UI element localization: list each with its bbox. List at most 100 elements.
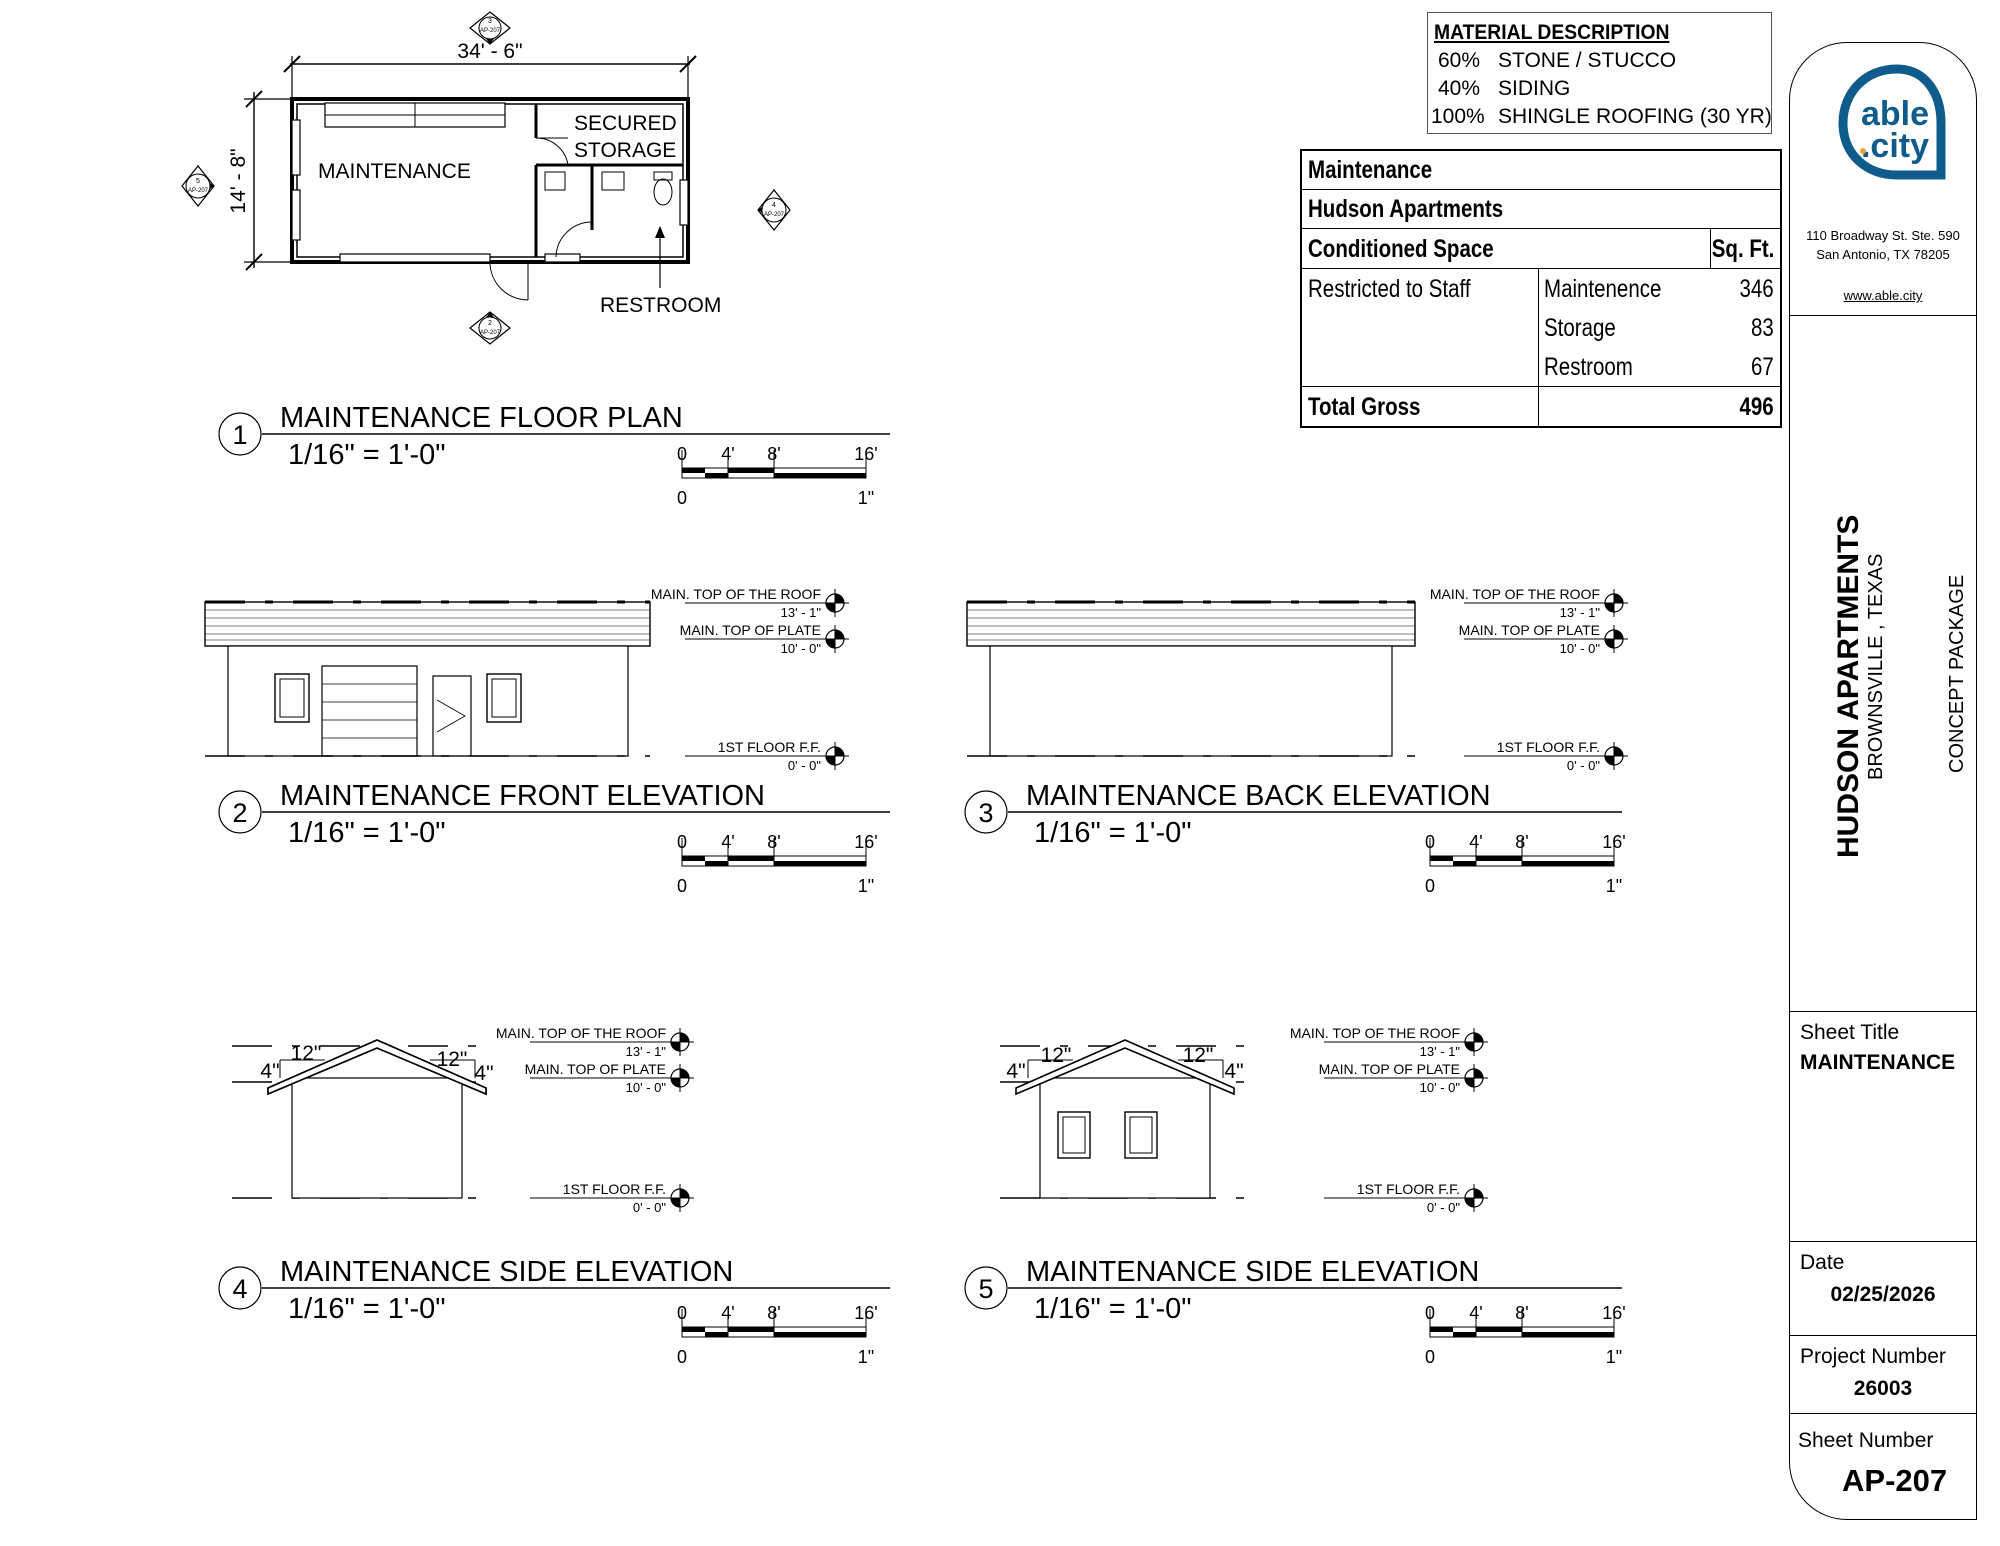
- area-total-label: Total Gross: [1308, 393, 1421, 421]
- area-row-name: Restroom: [1544, 353, 1633, 381]
- scale-label: 16': [854, 444, 877, 464]
- level-symbol-fill: [826, 639, 835, 648]
- view-title-text: MAINTENANCE SIDE ELEVATION: [1026, 1256, 1479, 1288]
- area-row-value: 67: [1751, 353, 1774, 381]
- view-scale-text: 1/16" = 1'-0": [1034, 817, 1192, 849]
- elevation-tag-5[interactable]: 5 AP-207: [181, 165, 215, 207]
- scale-label: 1": [858, 488, 874, 508]
- level-symbol-fill: [835, 630, 844, 639]
- scale-bar-segment: [1476, 856, 1522, 861]
- scale-bar-segment: [774, 861, 866, 866]
- scale-bar-segment: [1476, 1327, 1522, 1332]
- level-symbol-fill: [835, 594, 844, 603]
- scale-bar-segment: [1522, 1332, 1614, 1337]
- elevation-tag-2[interactable]: 2 AP-207: [469, 311, 511, 345]
- scale-label: 4': [721, 444, 734, 464]
- level-symbol-fill: [1605, 639, 1614, 648]
- tag-number: 2: [488, 320, 492, 327]
- tag-sheet: AP-207: [764, 212, 785, 218]
- view-number-bubble: [218, 1266, 262, 1310]
- level-symbol-fill: [1605, 603, 1614, 612]
- scale-label: 8': [1515, 832, 1528, 852]
- logo-dot: [1860, 148, 1866, 154]
- scale-label: 1": [858, 1347, 874, 1367]
- area-table-header-right: Sq. Ft.: [1711, 235, 1774, 263]
- scale-bar-segment: [728, 856, 774, 861]
- address-line-1: 110 Broadway St. Ste. 590: [1806, 228, 1960, 243]
- level-symbol-fill: [1605, 756, 1614, 765]
- view-title-text: MAINTENANCE SIDE ELEVATION: [280, 1256, 733, 1288]
- scale-label: 0: [1425, 1347, 1435, 1367]
- side-elevation-4: 12" 4" 12" 4": [232, 1039, 494, 1199]
- view-number: 2: [232, 798, 247, 828]
- view-scale-text: 1/16" = 1'-0": [288, 817, 446, 849]
- scale-bar-segment: [682, 468, 705, 473]
- tag-number: 4: [772, 202, 776, 209]
- sheet-title-label: Sheet Title: [1800, 1021, 1900, 1044]
- website-link[interactable]: www.able.city: [1843, 288, 1923, 303]
- address-line-2: San Antonio, TX 78205: [1816, 247, 1950, 262]
- level-label: 1ST FLOOR F.F.: [718, 739, 821, 755]
- level-symbol-fill: [1465, 1198, 1474, 1207]
- floor-plan: 34' - 6" 14' - 8": [181, 11, 791, 345]
- level-elevation: 13' - 1": [781, 605, 822, 620]
- date-label: Date: [1800, 1251, 1845, 1274]
- scale-bar-segment: [705, 473, 728, 478]
- scale-label: 16': [1602, 1303, 1625, 1323]
- level-elevation: 13' - 1": [1420, 1044, 1461, 1059]
- material-pct: 40%: [1438, 77, 1481, 100]
- scale-label: 1": [1606, 1347, 1622, 1367]
- area-row-value: 346: [1739, 275, 1774, 303]
- level-symbol-fill: [680, 1069, 689, 1078]
- elevation-tag-4[interactable]: 4 AP-207: [757, 189, 791, 231]
- package-name: CONCEPT PACKAGE: [1946, 574, 1968, 773]
- tag-sheet: AP-207: [480, 28, 501, 34]
- level-label: MAIN. TOP OF PLATE: [1459, 622, 1600, 638]
- pitch-run-left: 12": [1041, 1044, 1072, 1067]
- sheet-number: AP-207: [1842, 1463, 1948, 1498]
- front-elevation: [204, 600, 651, 757]
- area-table: Maintenance Hudson Apartments Conditione…: [1300, 149, 1782, 428]
- date-value: 02/25/2026: [1830, 1283, 1936, 1306]
- level-elevation: 10' - 0": [1420, 1080, 1461, 1095]
- area-row-name: Maintenence: [1544, 275, 1662, 303]
- view-number: 1: [232, 420, 247, 450]
- tag-sheet: AP-207: [480, 330, 501, 336]
- level-label: MAIN. TOP OF PLATE: [525, 1061, 666, 1077]
- elevation-tag-3[interactable]: 3 AP-207: [469, 11, 511, 45]
- scale-label: 0: [1425, 832, 1435, 852]
- level-symbol-fill: [671, 1078, 680, 1087]
- level-label: MAIN. TOP OF THE ROOF: [1430, 586, 1600, 602]
- material-pct: 60%: [1438, 49, 1481, 72]
- scale-bar-segment: [1430, 1327, 1453, 1332]
- material-pct: 100%: [1431, 105, 1485, 128]
- scale-bar-segment: [705, 1332, 728, 1337]
- scale-label: 8': [767, 1303, 780, 1323]
- level-label: 1ST FLOOR F.F.: [563, 1181, 666, 1197]
- level-marker: 1ST FLOOR F.F.0' - 0": [685, 739, 849, 773]
- pitch-rise-left: 4": [260, 1060, 279, 1083]
- scale-bar-segment: [728, 468, 774, 473]
- material-desc: SHINGLE ROOFING (30 YR): [1498, 105, 1772, 128]
- view-number: 5: [978, 1274, 993, 1304]
- scale-label: 16': [854, 1303, 877, 1323]
- level-symbol-fill: [1614, 630, 1623, 639]
- area-row-name: Storage: [1544, 314, 1616, 342]
- pitch-run-right: 12": [437, 1048, 468, 1071]
- level-symbol-fill: [1474, 1189, 1483, 1198]
- area-table-group: Restricted to Staff: [1308, 275, 1471, 303]
